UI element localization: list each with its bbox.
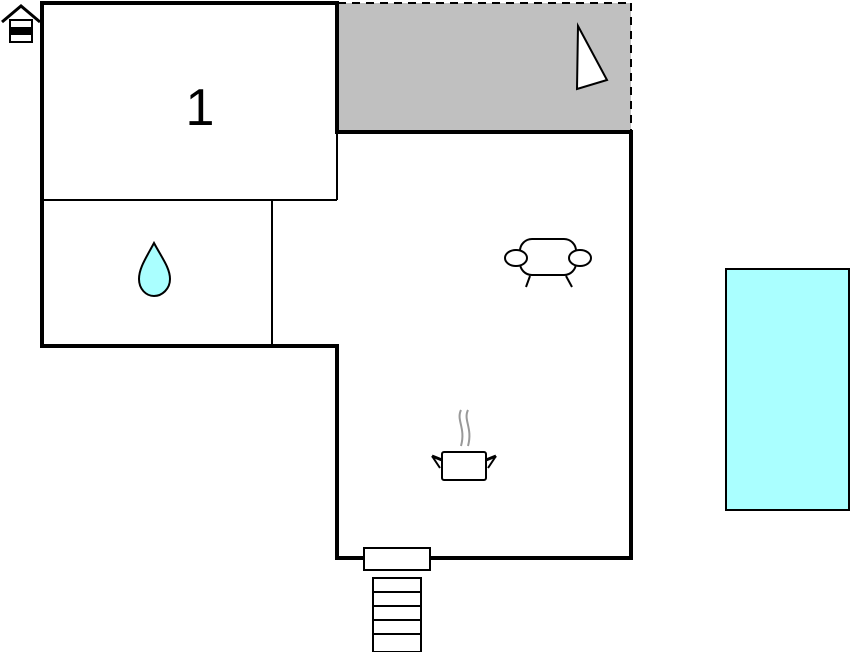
stairs	[372, 577, 422, 652]
cooking-pot-icon	[431, 409, 497, 481]
sofa-icon	[504, 238, 592, 288]
pool	[725, 268, 850, 511]
outer-walls	[40, 1, 633, 560]
bedroom-number: 1	[186, 79, 215, 137]
entry-step	[363, 547, 431, 571]
house-entrance-icon	[1, 4, 41, 43]
interior-walls	[42, 132, 338, 346]
terrace	[338, 2, 632, 132]
terrace-triangle-icon	[575, 22, 609, 91]
water-drop-icon	[137, 240, 172, 298]
